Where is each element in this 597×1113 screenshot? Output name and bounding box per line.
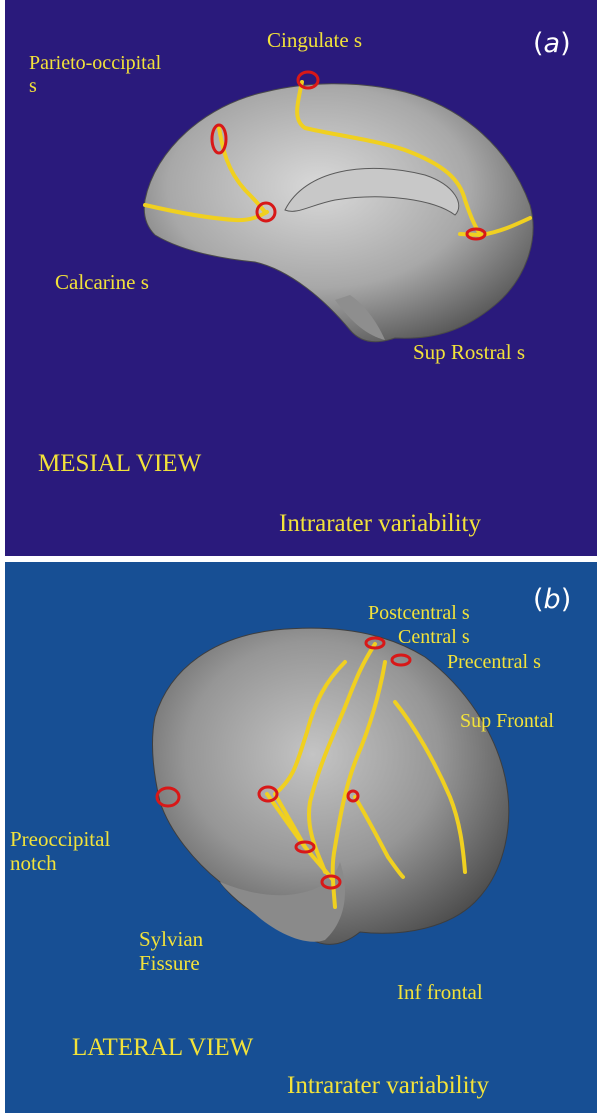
label-central: Central s xyxy=(398,626,470,649)
label-precentral: Precentral s xyxy=(447,651,541,674)
label-cingulate: Cingulate s xyxy=(267,28,362,52)
view-title: MESIAL VIEW xyxy=(38,450,201,479)
label-preoccipital-notch: Preoccipitalnotch xyxy=(10,827,110,875)
view-title: LATERAL VIEW xyxy=(72,1034,253,1063)
label-parieto-occipital: Parieto-occipitals xyxy=(29,52,161,98)
label-inf-frontal: Inf frontal xyxy=(397,980,483,1004)
label-calcarine: Calcarine s xyxy=(55,270,149,294)
panel-tag-b: (b) xyxy=(533,584,571,615)
panel-b-lateral-view: (b) Postcentral s Central s Precentral s… xyxy=(5,562,597,1113)
panel-a-mesial-view: (a) Parieto-occipitals Cingulate s Calca… xyxy=(5,0,597,556)
label-sup-rostral: Sup Rostral s xyxy=(413,340,525,364)
label-sylvian-fissure: SylvianFissure xyxy=(139,927,203,975)
variability-caption: Intrarater variability xyxy=(279,510,481,539)
panel-tag-a: (a) xyxy=(533,28,571,59)
label-sup-frontal: Sup Frontal xyxy=(460,710,554,733)
label-postcentral: Postcentral s xyxy=(368,602,470,625)
variability-caption: Intrarater variability xyxy=(287,1072,489,1101)
